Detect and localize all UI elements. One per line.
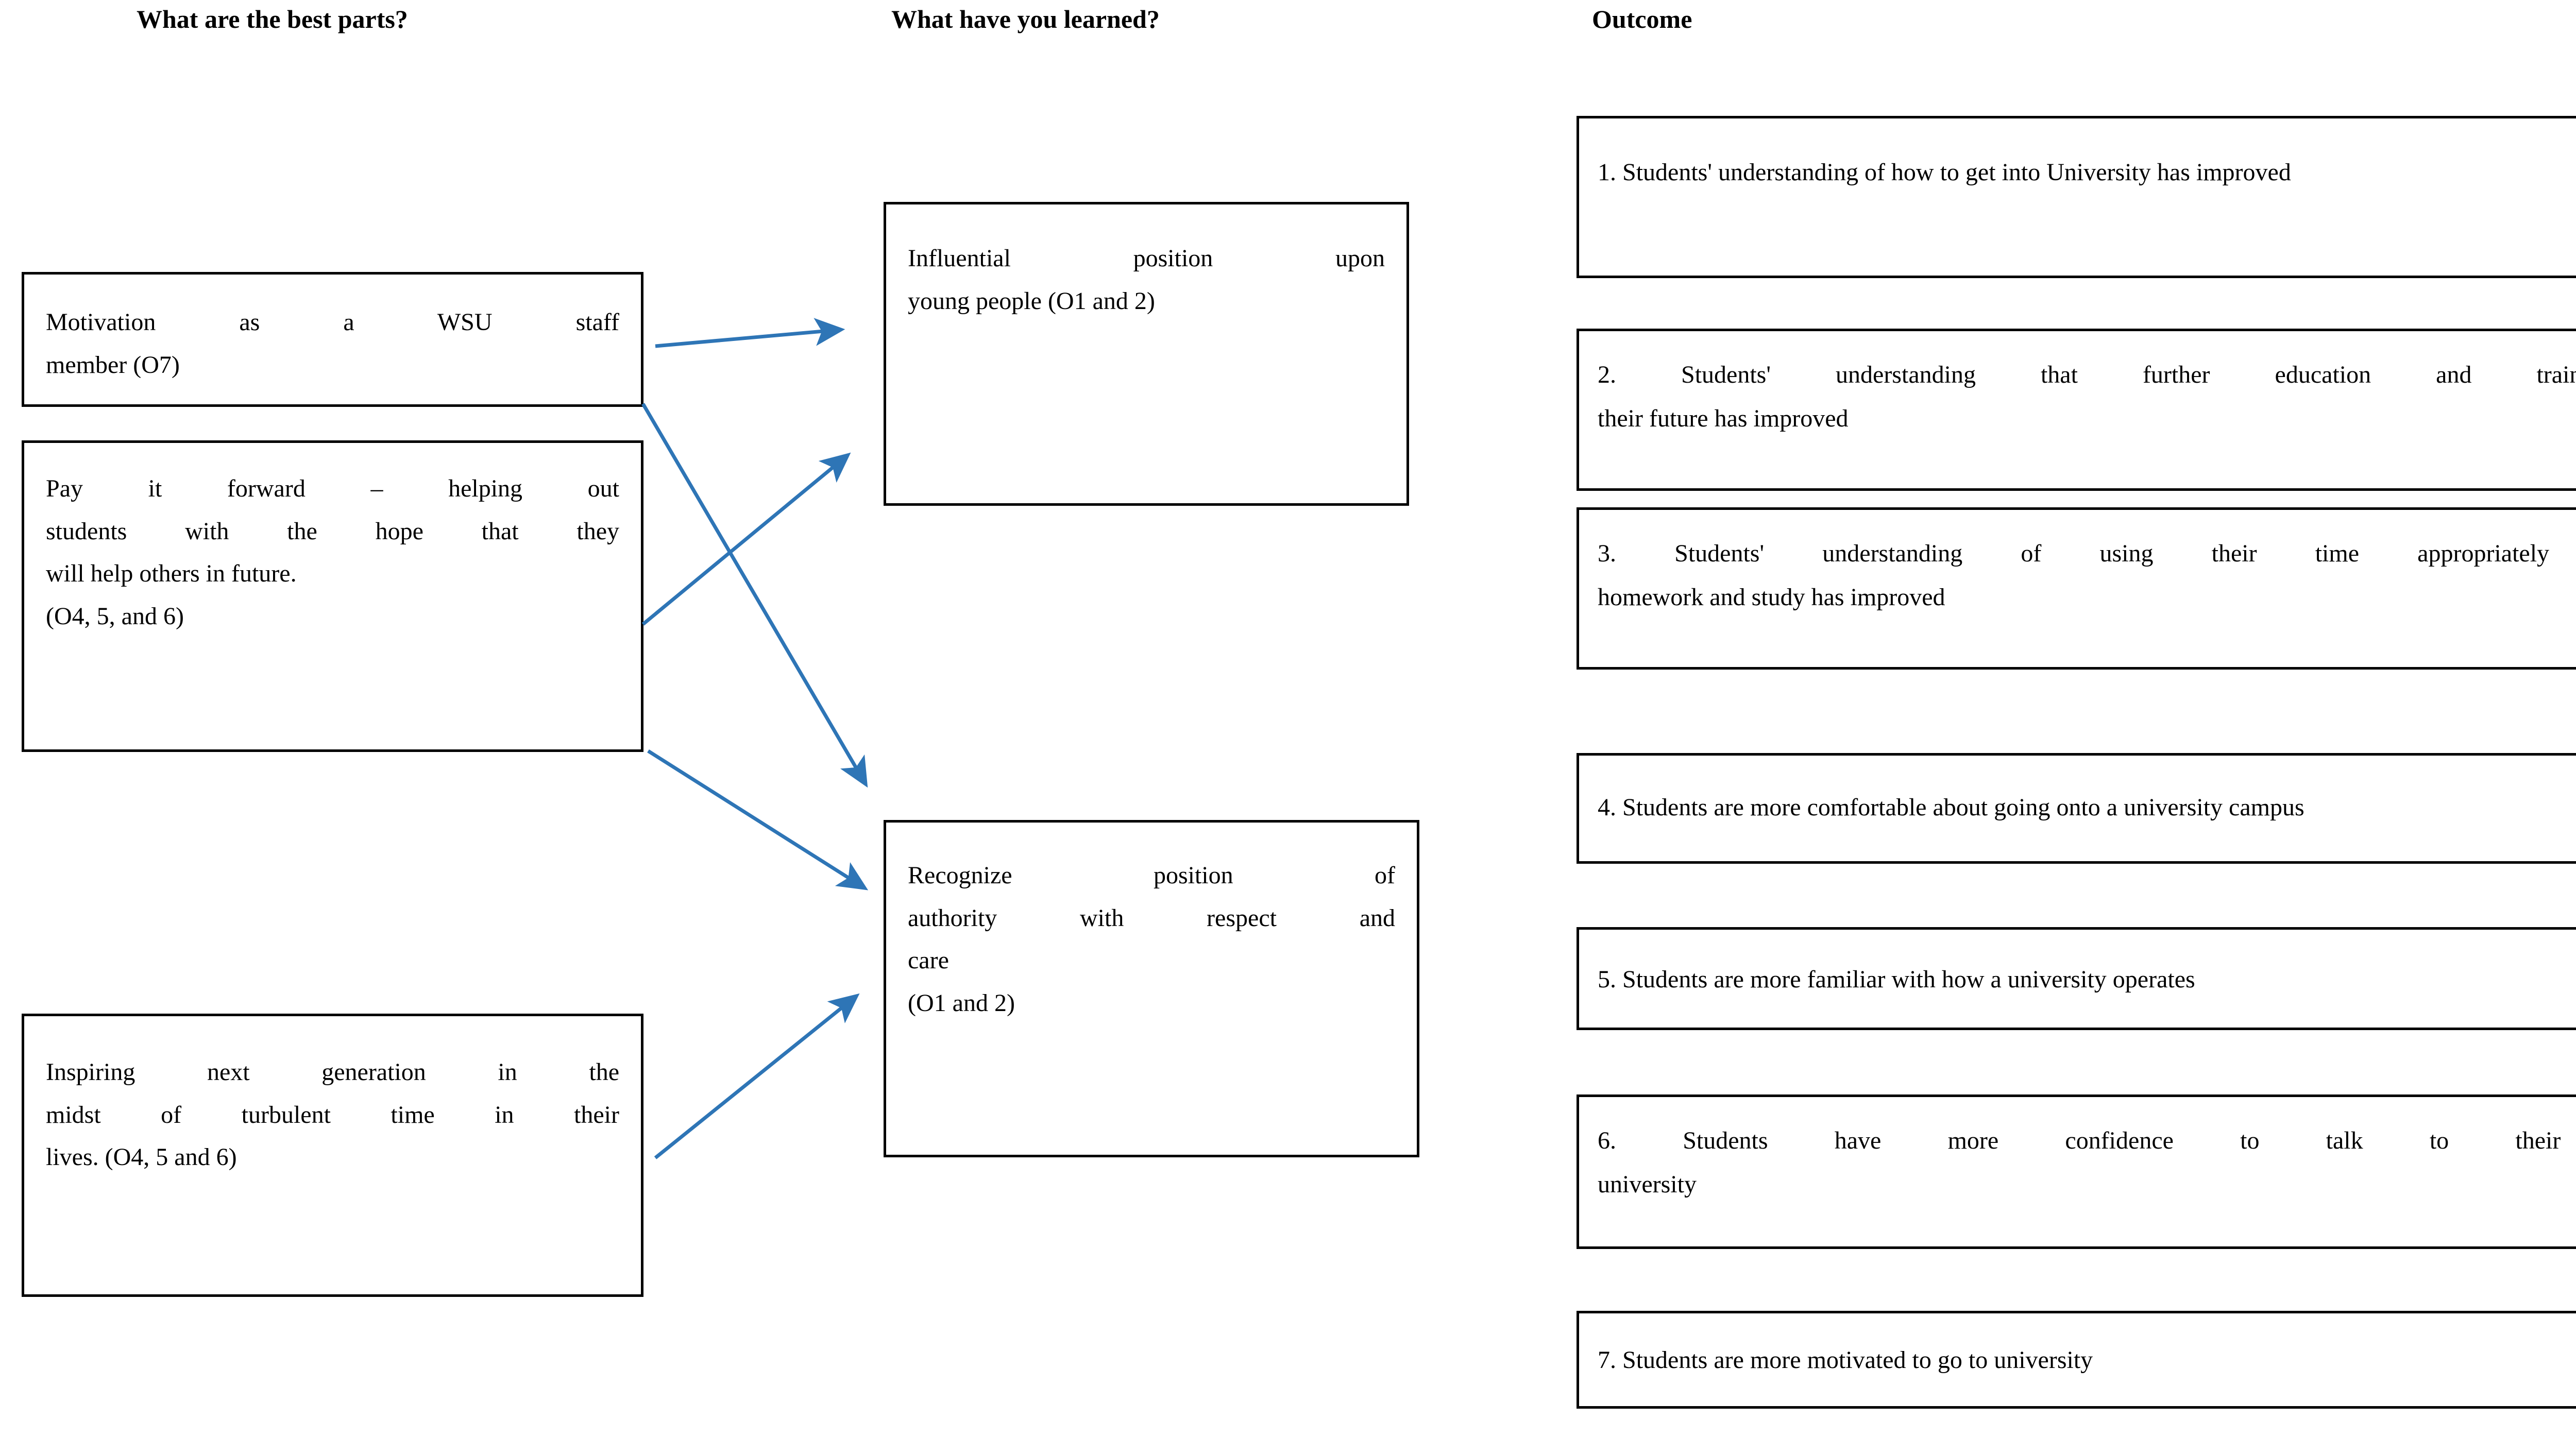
best-parts-box-3[interactable]: Inspiring next generation in the midst o…	[22, 1014, 643, 1297]
outcome-box-5-text: 5. Students are more familiar with how a…	[1598, 957, 2576, 1001]
outcome-box-2-text: 2. Students' understanding that further …	[1598, 353, 2576, 441]
best-parts-box-1-text: Motivation as a WSU staff member (O7)	[46, 301, 619, 386]
outcome-box-6-line-2: university	[1598, 1171, 1697, 1199]
learned-box-2-line-4: (O1 and 2)	[908, 989, 1015, 1017]
outcome-box-7-line-1: 7. Students are more motivated to go to …	[1598, 1346, 2093, 1374]
arrow-bp1-to-learned1	[655, 318, 845, 348]
best-parts-box-2-line-1: Pay it forward – helping out	[46, 475, 619, 502]
learned-box-2-line-1: Recognize position of	[908, 862, 1395, 889]
learned-box-2-line-3: care	[908, 947, 949, 974]
outcome-box-1[interactable]: 1. Students' understanding of how to get…	[1577, 116, 2576, 278]
outcome-box-2-line-2: their future has improved	[1598, 405, 1849, 433]
learned-box-1-text: Influential position upon young people (…	[908, 237, 1385, 322]
outcome-box-3-line-1: 3. Students' understanding of using thei…	[1598, 540, 2576, 567]
best-parts-box-1[interactable]: Motivation as a WSU staff member (O7)	[22, 272, 643, 407]
best-parts-box-2-line-4: (O4, 5, and 6)	[46, 602, 184, 630]
learned-box-2-text: Recognize position of authority with res…	[908, 854, 1395, 1024]
best-parts-box-2[interactable]: Pay it forward – helping out students wi…	[22, 440, 643, 752]
learned-box-1-line-1: Influential position upon	[908, 245, 1385, 272]
outcome-box-6-text: 6. Students have more confidence to talk…	[1598, 1119, 2576, 1207]
outcome-box-4[interactable]: 4. Students are more comfortable about g…	[1577, 753, 2576, 864]
outcome-box-3-text: 3. Students' understanding of using thei…	[1598, 532, 2576, 620]
outcome-box-3-line-2: homework and study has improved	[1598, 584, 1945, 611]
outcome-box-4-text: 4. Students are more comfortable about g…	[1598, 785, 2576, 829]
best-parts-box-2-line-2: students with the hope that they	[46, 517, 619, 545]
arrow-bp1-to-learned2	[641, 403, 868, 788]
outcome-box-4-line-1: 4. Students are more comfortable about g…	[1598, 794, 2304, 821]
learned-box-2-line-2: authority with respect and	[908, 904, 1395, 932]
outcome-box-1-text: 1. Students' understanding of how to get…	[1598, 150, 2576, 194]
best-parts-box-3-line-1: Inspiring next generation in the	[46, 1058, 619, 1086]
best-parts-box-2-line-3: will help others in future.	[46, 560, 297, 588]
best-parts-box-3-line-2: midst of turbulent time in their	[46, 1101, 619, 1128]
best-parts-box-1-line-1: Motivation as a WSU staff	[46, 309, 619, 336]
arrow-bp2-to-learned2	[647, 749, 869, 891]
outcome-box-2[interactable]: 2. Students' understanding that further …	[1577, 329, 2576, 491]
learned-box-2[interactable]: Recognize position of authority with res…	[884, 820, 1419, 1157]
outcome-box-6[interactable]: 6. Students have more confidence to talk…	[1577, 1094, 2576, 1249]
column-header-best-parts: What are the best parts?	[137, 5, 408, 33]
outcome-box-7-text: 7. Students are more motivated to go to …	[1598, 1338, 2576, 1382]
outcome-box-7[interactable]: 7. Students are more motivated to go to …	[1577, 1311, 2576, 1409]
column-header-learned: What have you learned?	[891, 5, 1160, 33]
best-parts-box-1-line-2: member (O7)	[46, 351, 180, 379]
outcome-box-3[interactable]: 3. Students' understanding of using thei…	[1577, 507, 2576, 670]
outcome-box-2-line-1: 2. Students' understanding that further …	[1598, 361, 2576, 388]
best-parts-box-2-text: Pay it forward – helping out students wi…	[46, 468, 619, 638]
outcome-box-5-line-1: 5. Students are more familiar with how a…	[1598, 966, 2195, 993]
best-parts-box-3-text: Inspiring next generation in the midst o…	[46, 1051, 619, 1179]
outcome-box-5[interactable]: 5. Students are more familiar with how a…	[1577, 927, 2576, 1030]
best-parts-box-3-line-3: lives. (O4, 5 and 6)	[46, 1143, 237, 1171]
column-header-outcome: Outcome	[1592, 5, 1692, 33]
learned-box-1-line-2: young people (O1 and 2)	[908, 287, 1155, 315]
outcome-box-6-line-1: 6. Students have more confidence to talk…	[1598, 1127, 2576, 1154]
arrow-bp2-to-learned1	[641, 452, 851, 626]
arrow-bp3-to-learned2	[654, 993, 860, 1159]
outcome-box-1-line-1: 1. Students' understanding of how to get…	[1598, 159, 2291, 186]
learned-box-1[interactable]: Influential position upon young people (…	[884, 202, 1409, 506]
